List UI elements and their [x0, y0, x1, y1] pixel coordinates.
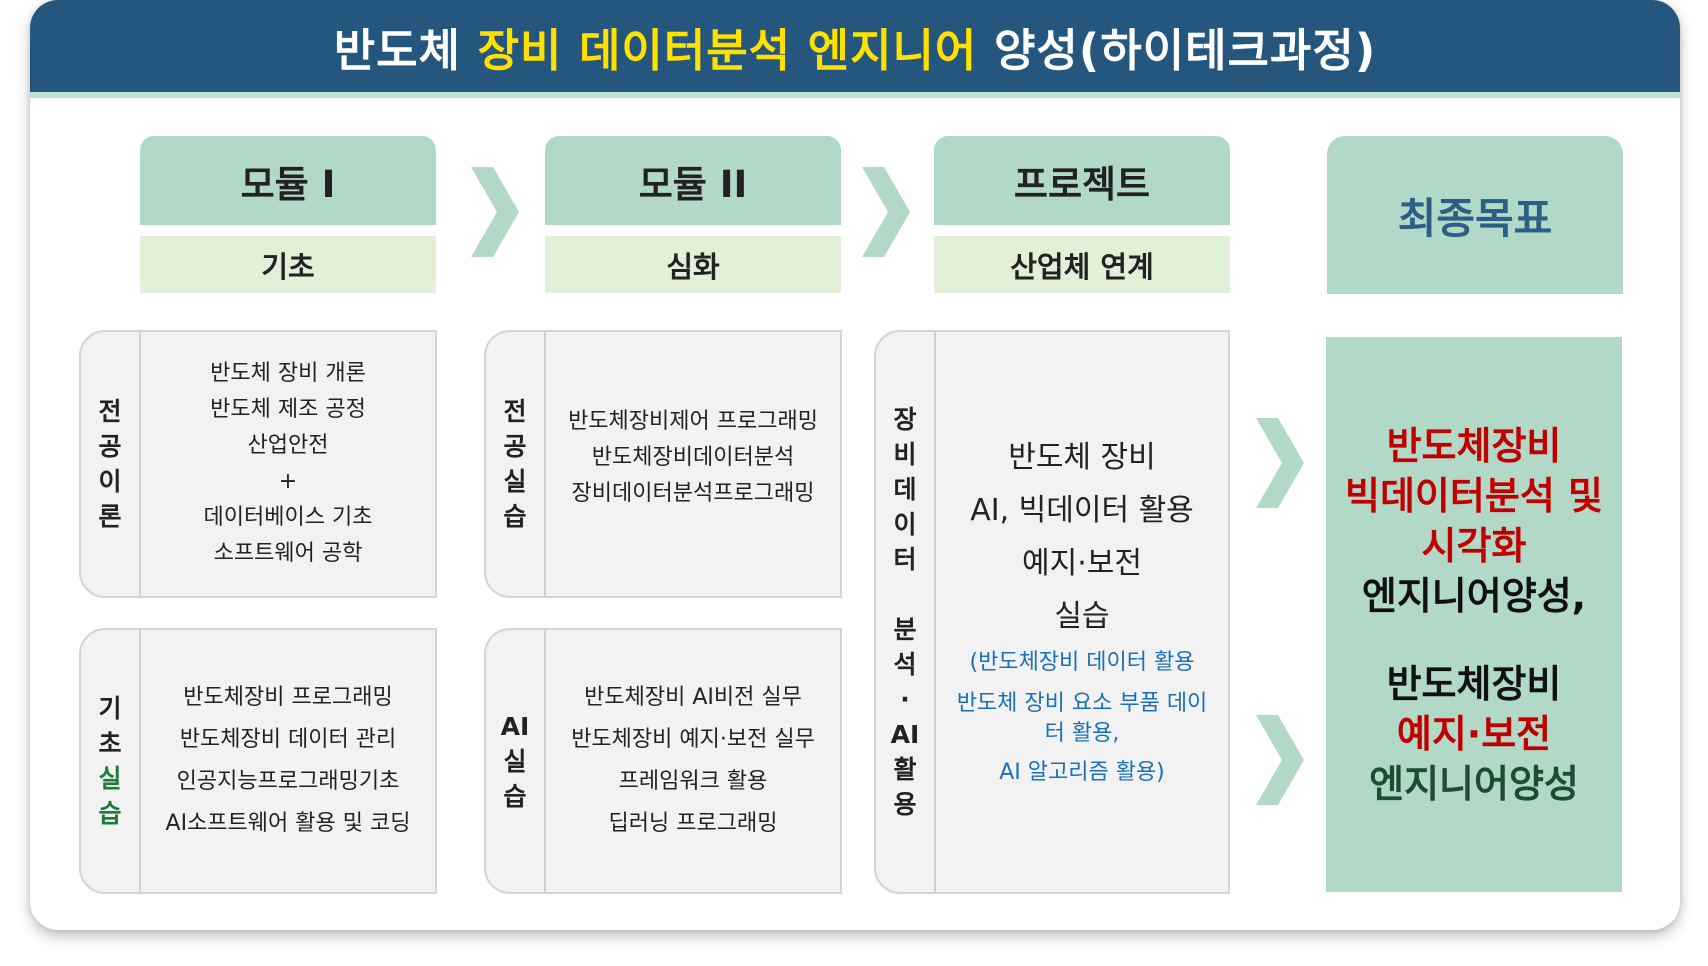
- banner-divider: [30, 92, 1680, 98]
- goal-text: 엔지니어양성: [1369, 761, 1579, 806]
- goal-header: 최종목표: [1327, 136, 1623, 294]
- final-goal-box: 반도체장비 빅데이터분석 및 시각화 엔지니어양성, 반도체장비 예지·보전 엔…: [1326, 337, 1622, 892]
- module2-header: 모듈 II: [545, 136, 841, 225]
- goal-text: 시각화: [1421, 523, 1527, 568]
- project-header: 프로젝트: [934, 136, 1230, 225]
- title-banner: 반도체 장비 데이터분석 엔지니어 양성(하이테크과정): [30, 0, 1680, 92]
- chevron-right-icon: [1256, 418, 1304, 508]
- title-part2: 양성(하이테크과정): [977, 23, 1377, 77]
- module1-header: 모듈 I: [140, 136, 436, 225]
- goal-text: 반도체장비: [1386, 661, 1562, 706]
- chevron-right-icon: [471, 167, 519, 257]
- goal-text: 예지·보전: [1396, 711, 1552, 756]
- chevron-right-icon: [1256, 715, 1304, 805]
- project-subheader: 산업체 연계: [934, 236, 1230, 293]
- chevron-right-icon: [862, 167, 910, 257]
- module2-subheader: 심화: [545, 236, 841, 293]
- module1-subheader: 기초: [140, 236, 436, 293]
- project-sub-text: (반도체장비 데이터 활용 반도체 장비 요소 부품 데이 터 활용, AI 알…: [956, 650, 1208, 785]
- page-title: 반도체 장비 데이터분석 엔지니어 양성(하이테크과정): [334, 14, 1377, 79]
- title-part1: 반도체: [333, 23, 478, 77]
- goal-text: 빅데이터분석 및: [1345, 473, 1603, 518]
- title-highlight: 장비 데이터분석 엔지니어: [477, 23, 978, 77]
- goal-text: 반도체장비: [1386, 423, 1562, 468]
- goal-text: 엔지니어양성,: [1361, 573, 1587, 618]
